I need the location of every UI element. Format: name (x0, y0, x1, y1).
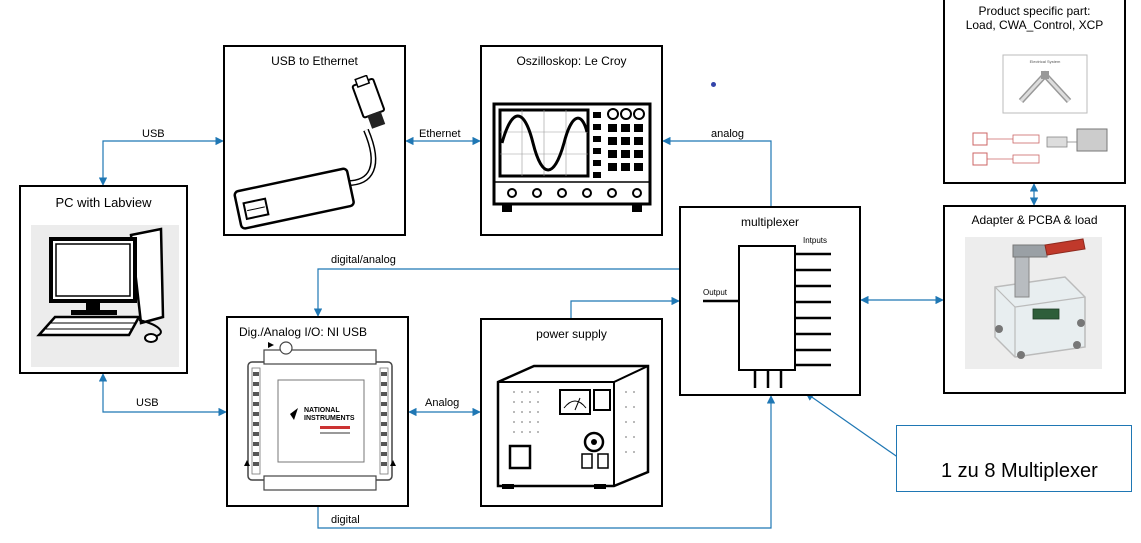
usb-adapter-icon (233, 75, 386, 230)
oscilloscope-icon (492, 102, 652, 212)
wire-usb-bottom (98, 373, 227, 417)
power-supply-icon (496, 364, 650, 489)
label-analog-bottom: Analog (425, 397, 460, 409)
electrical-system-icon: Electrical System (972, 54, 1108, 166)
adapter-title: Adapter & PCBA & load (971, 213, 1098, 227)
multiplexer-box: multiplexer Intputs Output (679, 206, 861, 396)
adapter-box: Adapter & PCBA & load (943, 205, 1126, 394)
pc-box: PC with Labview (19, 185, 188, 374)
wire-analog-top (662, 136, 772, 206)
mux-inputs-label: Intputs (803, 236, 828, 245)
wire-power-mux (570, 296, 680, 318)
wire-digital-analog (313, 268, 680, 317)
callout-text: 1 zu 8 Multiplexer (941, 460, 1098, 482)
multiplexer-symbol (703, 245, 831, 388)
usb-ethernet-box: USB to Ethernet (223, 45, 406, 236)
wire-usb-top (98, 136, 224, 186)
callout-pointer (805, 392, 900, 459)
label-usb-top: USB (142, 128, 165, 140)
io-title: Dig./Analog I/O: NI USB (239, 325, 368, 339)
usb-ethernet-title: USB to Ethernet (271, 54, 358, 68)
ni-brand-1: NATIONAL (304, 407, 340, 414)
product-title-line1: Product specific part: (978, 4, 1091, 18)
label-ethernet: Ethernet (419, 128, 461, 140)
label-digital: digital (331, 514, 360, 526)
computer-icon (31, 225, 179, 367)
daq-device-icon: NATIONAL INSTRUMENTS (244, 341, 396, 491)
marker-dot (711, 82, 716, 87)
multiplexer-title: multiplexer (740, 215, 800, 229)
label-analog-top: analog (711, 128, 745, 140)
pc-title: PC with Labview (55, 195, 152, 210)
oscilloscope-box: Oszilloskop: Le Croy (480, 45, 663, 236)
product-title-line2: Load, CWA_Control, XCP (965, 18, 1104, 32)
wire-digital (317, 395, 776, 529)
test-fixture-icon (965, 237, 1102, 369)
ni-brand-2: INSTRUMENTS (304, 415, 355, 422)
io-box: Dig./Analog I/O: NI USB NATIONAL INSTRUM… (226, 316, 409, 507)
mux-output-label: Output (703, 288, 728, 297)
product-specific-box: Product specific part: Load, CWA_Control… (943, 0, 1126, 184)
label-digital-analog: digital/analog (331, 254, 396, 266)
electrical-system-label: Electrical System (1030, 59, 1061, 64)
power-supply-title: power supply (536, 327, 607, 341)
oscilloscope-title: Oszilloskop: Le Croy (516, 54, 627, 68)
label-usb-bottom: USB (136, 397, 159, 409)
power-supply-box: power supply (480, 318, 663, 507)
multiplexer-callout: 1 zu 8 Multiplexer (896, 425, 1132, 492)
